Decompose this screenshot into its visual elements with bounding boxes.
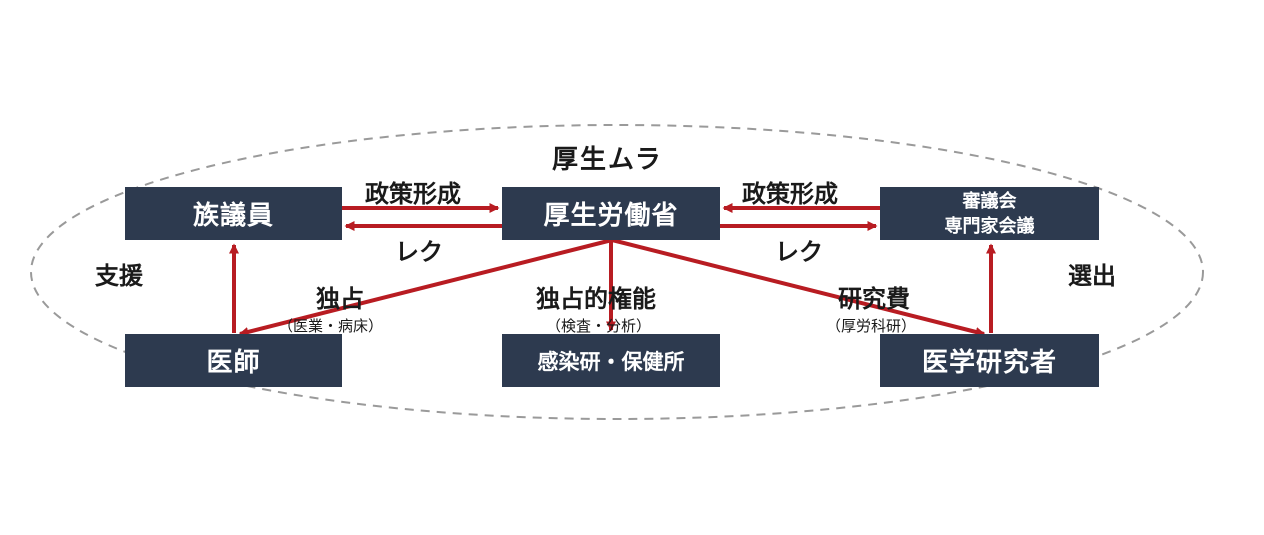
node-kansenken: 感染研・保健所 — [502, 334, 720, 387]
edge-label-dokusen-kennou-sub: （検査・分析） — [546, 317, 652, 335]
node-igaku-kenkyusha-label: 医学研究者 — [921, 348, 1057, 378]
node-igaku-kenkyusha: 医学研究者 — [880, 334, 1099, 387]
edge-label-reku-left: レク — [395, 238, 443, 266]
arrow-mhlw-to-ishi — [238, 238, 613, 337]
kousei-mura-boundary — [30, 124, 1204, 420]
edge-label-seisaku-keisei-left: 政策形成 — [365, 180, 461, 208]
node-shingikai-line1: 審議会 — [962, 190, 1017, 212]
edge-label-dokusen-sub: （医業・病床） — [278, 317, 384, 335]
edge-label-reku-right: レク — [775, 238, 823, 266]
edge-label-shien: 支援 — [95, 262, 143, 290]
node-zokugiin-label: 族議員 — [192, 201, 274, 231]
node-shingikai-line2: 専門家会議 — [944, 215, 1035, 237]
node-kouseiroudoushou-label: 厚生労働省 — [543, 201, 679, 231]
node-zokugiin: 族議員 — [125, 187, 342, 240]
edge-label-senshutsu: 選出 — [1068, 262, 1116, 290]
node-kouseiroudoushou: 厚生労働省 — [502, 187, 720, 240]
edge-label-dokusen-kennou: 独占的権能 — [536, 285, 656, 313]
node-shingikai: 審議会 専門家会議 — [880, 187, 1099, 240]
node-ishi: 医師 — [125, 334, 342, 387]
edge-label-dokusen: 独占 — [316, 285, 364, 313]
node-kansenken-label: 感染研・保健所 — [537, 349, 685, 374]
arrow-mhlw-to-researcher — [611, 238, 986, 337]
edge-label-seisaku-keisei-right: 政策形成 — [742, 180, 838, 208]
edge-label-kenkyuhi: 研究費 — [838, 285, 910, 313]
edge-label-kenkyuhi-sub: （厚労科研） — [826, 317, 917, 335]
group-label-kousei-mura: 厚生ムラ — [552, 145, 663, 175]
node-ishi-label: 医師 — [206, 348, 261, 378]
